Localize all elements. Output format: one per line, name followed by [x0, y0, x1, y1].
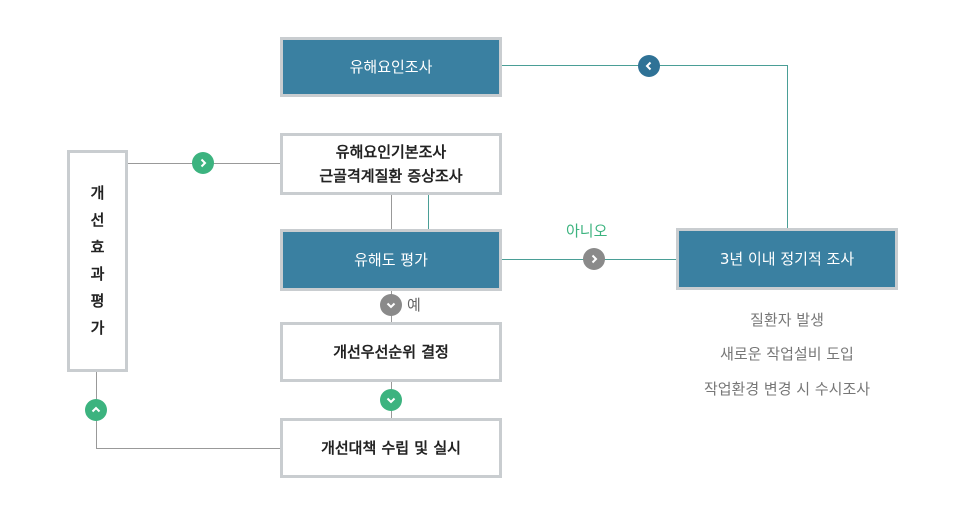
- no-label: 아니오: [566, 222, 608, 240]
- measures-box: 개선대책 수립 및 실시: [280, 418, 502, 478]
- box-char: 가: [90, 319, 105, 337]
- priority-box: 개선우선순위 결정: [280, 322, 502, 382]
- box-label: 유해요인기본조사: [335, 143, 447, 161]
- hazard-eval-box: 유해도 평가: [280, 229, 502, 291]
- chevron-left-icon: [638, 55, 660, 77]
- box-char: 개: [90, 184, 105, 202]
- box-label: 3년 이내 정기적 조사: [719, 250, 855, 268]
- periodic-survey-box: 3년 이내 정기적 조사: [676, 228, 898, 290]
- box-label: 유해도 평가: [354, 251, 428, 269]
- connector: [787, 65, 788, 229]
- note-item: 작업환경 변경 시 수시조사: [703, 380, 871, 398]
- box-label: 근골격계질환 증상조사: [319, 167, 463, 185]
- chevron-down-icon: [380, 389, 402, 411]
- chevron-down-icon: [380, 294, 402, 316]
- hazard-survey-box: 유해요인조사: [280, 37, 502, 97]
- note-item: 새로운 작업설비 도입: [720, 345, 854, 363]
- note-item: 질환자 발생: [750, 311, 824, 329]
- chevron-right-icon: [192, 152, 214, 174]
- box-char: 선: [90, 211, 105, 229]
- box-label: 개선우선순위 결정: [333, 343, 449, 361]
- connector: [391, 195, 392, 230]
- chevron-right-icon: [583, 248, 605, 270]
- box-char: 과: [90, 265, 105, 283]
- connector: [96, 448, 280, 449]
- connector: [428, 195, 429, 230]
- yes-label: 예: [407, 296, 421, 314]
- box-char: 평: [90, 292, 105, 310]
- box-label: 개선대책 수립 및 실시: [321, 439, 461, 457]
- chevron-up-icon: [85, 399, 107, 421]
- basic-survey-box: 유해요인기본조사 근골격계질환 증상조사: [280, 133, 502, 195]
- box-char: 효: [90, 238, 105, 256]
- effect-eval-box: 개 선 효 과 평 가: [67, 150, 128, 372]
- box-label: 유해요인조사: [349, 58, 433, 76]
